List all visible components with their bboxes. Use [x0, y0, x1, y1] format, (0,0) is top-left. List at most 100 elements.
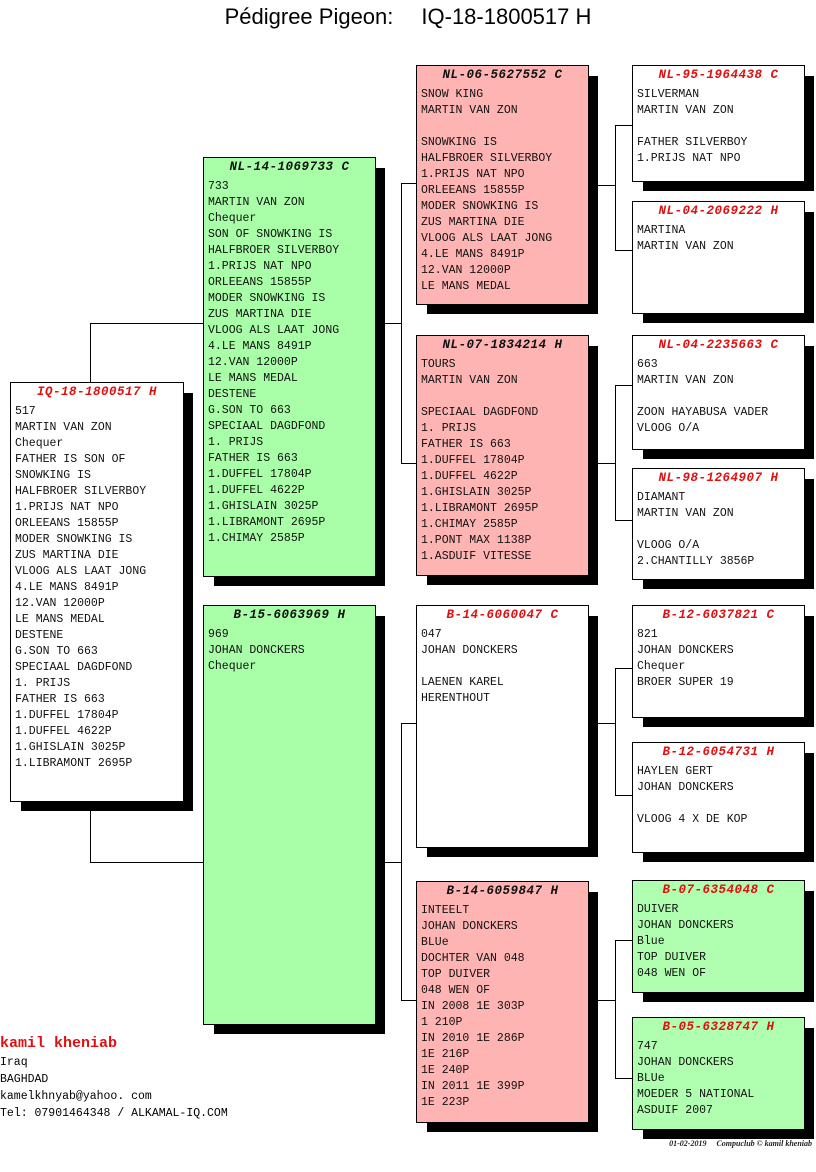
card-line: TOP DUIVER [421, 968, 491, 981]
connector-line [615, 520, 632, 521]
card-line: 048 WEN OF [421, 984, 491, 997]
card-line: ZUS MARTINA DIE [421, 216, 525, 229]
connector-line [401, 183, 416, 184]
card-line: INTEELT [421, 904, 470, 917]
owner-name: kamil kheniab [0, 1035, 118, 1052]
card-line: 1.LIBRAMONT 2695P [15, 757, 133, 770]
card-line: 1.CHIMAY 2585P [208, 532, 305, 545]
ring-number: NL-06-5627552 C [442, 68, 563, 82]
card-line: 1. PRIJS [421, 422, 477, 435]
card-line: Chequer [208, 660, 257, 673]
card-line [637, 119, 800, 135]
connector-line [589, 185, 615, 186]
card-line: 12.VAN 12000P [421, 264, 511, 277]
card-line: HAYLEN GERT [637, 765, 713, 778]
card-line: DESTENE [15, 629, 64, 642]
connector-line [401, 463, 416, 464]
card-line: ORLEEANS 15855P [15, 517, 119, 530]
card-line: MARTIN VAN ZON [637, 104, 734, 117]
title-ring: IQ-18-1800517 H [421, 4, 592, 29]
connector-line [615, 1078, 632, 1079]
card-line: 821 [637, 628, 658, 641]
connector-line [615, 940, 616, 1078]
card-line: FATHER IS SON OF [15, 453, 126, 466]
card-line [421, 119, 584, 135]
ring-number: NL-04-2069222 H [658, 204, 779, 218]
card-line [421, 389, 584, 405]
card-line: 1.DUFFEL 4622P [15, 725, 112, 738]
connector-line [90, 323, 203, 324]
card-line: MARTIN VAN ZON [421, 104, 518, 117]
card-line: 1.GHISLAIN 3025P [208, 500, 319, 513]
card-shadow [643, 580, 814, 589]
card-line: MARTINA [637, 224, 686, 237]
card-line: MARTIN VAN ZON [15, 421, 112, 434]
card-line: JOHAN DONCKERS [637, 781, 734, 794]
card-line: Chequer [15, 437, 64, 450]
card-line: G.SON TO 663 [15, 645, 98, 658]
card-line: VLOOG ALS LAAT JONG [15, 565, 147, 578]
card-line: SPECIAAL DAGDFOND [208, 420, 326, 433]
card-line: JOHAN DONCKERS [637, 919, 734, 932]
card-line: ZUS MARTINA DIE [208, 308, 312, 321]
card-line: MOEDER 5 NATIONAL [637, 1088, 755, 1101]
card-line: ASDUIF 2007 [637, 1104, 713, 1117]
card-line: 1. PRIJS [15, 677, 71, 690]
card-line: DIAMANT [637, 491, 686, 504]
card-shadow [643, 1130, 814, 1139]
card-line [637, 389, 800, 405]
card-line: LE MANS MEDAL [421, 280, 511, 293]
card-line: 1E 216P [421, 1048, 470, 1061]
card-line: FATHER SILVERBOY [637, 136, 748, 149]
card-line: SNOWKING IS [15, 469, 91, 482]
ring-number: B-05-6328747 H [662, 1020, 775, 1034]
card-line: 733 [208, 180, 229, 193]
card-line: JOHAN DONCKERS [637, 644, 734, 657]
card-line: JOHAN DONCKERS [421, 644, 518, 657]
ring-number: B-12-6054731 H [662, 745, 775, 759]
card-line: MODER SNOWKING IS [421, 200, 539, 213]
ring-number: B-07-6354048 C [662, 883, 775, 897]
ring-number: B-14-6059847 H [446, 884, 559, 898]
card-shadow [21, 802, 193, 811]
card-line: VLOOG 4 X DE KOP [637, 813, 748, 826]
card-line: 1.CHIMAY 2585P [421, 518, 518, 531]
card-line: 1.PRIJS NAT NPO [637, 152, 741, 165]
ring-number: NL-95-1964438 C [658, 68, 779, 82]
connector-line [615, 940, 632, 941]
card-line: 1E 240P [421, 1064, 470, 1077]
card-line: 1.LIBRAMONT 2695P [208, 516, 326, 529]
card-line: ZUS MARTINA DIE [15, 549, 119, 562]
ring-number: B-15-6063969 H [233, 608, 346, 622]
connector-line [615, 250, 632, 251]
card-line: MARTIN VAN ZON [637, 507, 734, 520]
owner-email: kamelkhnyab@yahoo. com [0, 1090, 152, 1103]
card-line: TOURS [421, 358, 456, 371]
card-line: TOP DUIVER [637, 951, 707, 964]
connector-line [401, 723, 416, 724]
card-shadow [214, 577, 385, 586]
card-line: SPECIAAL DAGDFOND [15, 661, 133, 674]
card-shadow [427, 1123, 598, 1132]
card-line: HALFBROER SILVERBOY [15, 485, 147, 498]
card-line: 047 [421, 628, 442, 641]
card-shadow [643, 853, 814, 862]
card-line: 1.PRIJS NAT NPO [15, 501, 119, 514]
card-line: ORLEEANS 15855P [421, 184, 525, 197]
card-line: 12.VAN 12000P [15, 597, 105, 610]
